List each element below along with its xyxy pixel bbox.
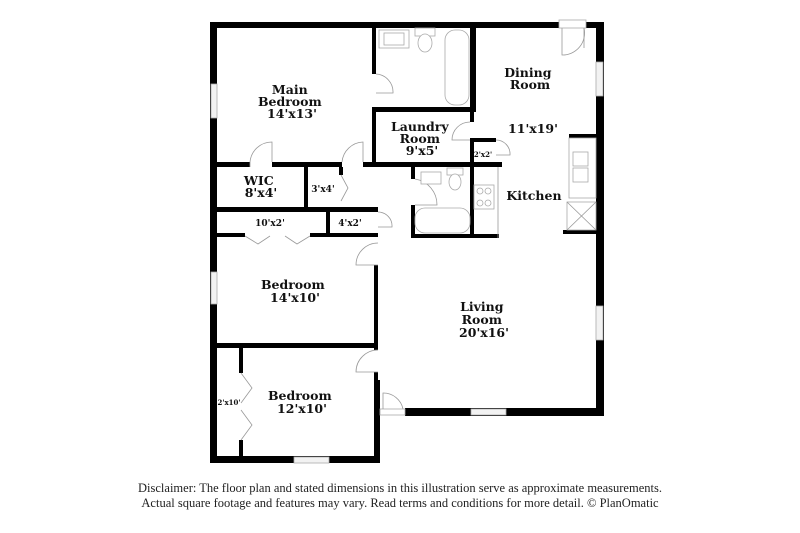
window-dining: [595, 61, 604, 97]
toilet-bowl-1: [417, 33, 433, 53]
interior-walls: [210, 22, 598, 462]
main-bedroom-label: Main Bedroom 14'x13': [258, 82, 326, 121]
window-bedroom-2: [210, 271, 218, 305]
laundry-room-label: Laundry Room 9'x5': [391, 119, 453, 158]
windows: [210, 61, 604, 464]
toilet-bowl-2: [448, 173, 462, 191]
kitchen-sink: [572, 151, 589, 167]
kitchen-label: Kitchen: [506, 188, 561, 203]
disclaimer-line-2: Actual square footage and features may v…: [141, 496, 659, 510]
window-living-bottom: [470, 408, 507, 416]
bathtub-1: [444, 29, 470, 106]
living-room-label: Living Room 20'x16': [459, 299, 509, 340]
sink-bath-2: [420, 171, 442, 185]
doors: [240, 19, 587, 441]
closet-3x4-label: 3'x4': [311, 185, 334, 195]
wic-label: WIC 8'x4': [243, 173, 278, 200]
stove: [473, 184, 495, 210]
window-living: [595, 305, 604, 341]
room-labels: Main Bedroom 14'x13' Dining Room 11'x19'…: [217, 65, 561, 416]
closet-2x10-label: 2'x10': [217, 398, 240, 407]
window-main-bedroom: [210, 83, 218, 119]
fixtures: [378, 27, 597, 238]
disclaimer: Disclaimer: The floor plan and stated di…: [0, 481, 800, 511]
closet-2x2-label: 2'x2': [474, 150, 492, 159]
closet-10x2-label: 10'x2': [255, 219, 285, 229]
window-bedroom-3: [293, 456, 330, 464]
dining-room-label: Dining Room: [504, 65, 556, 92]
dining-room-dimensions: 11'x19': [508, 121, 558, 136]
bedroom-2-label: Bedroom 14'x10': [261, 277, 329, 305]
bedroom-3-label: Bedroom 12'x10': [268, 388, 336, 416]
bathtub-2: [414, 207, 471, 234]
disclaimer-line-1: Disclaimer: The floor plan and stated di…: [138, 481, 662, 495]
closet-4x2-label: 4'x2': [338, 219, 361, 229]
